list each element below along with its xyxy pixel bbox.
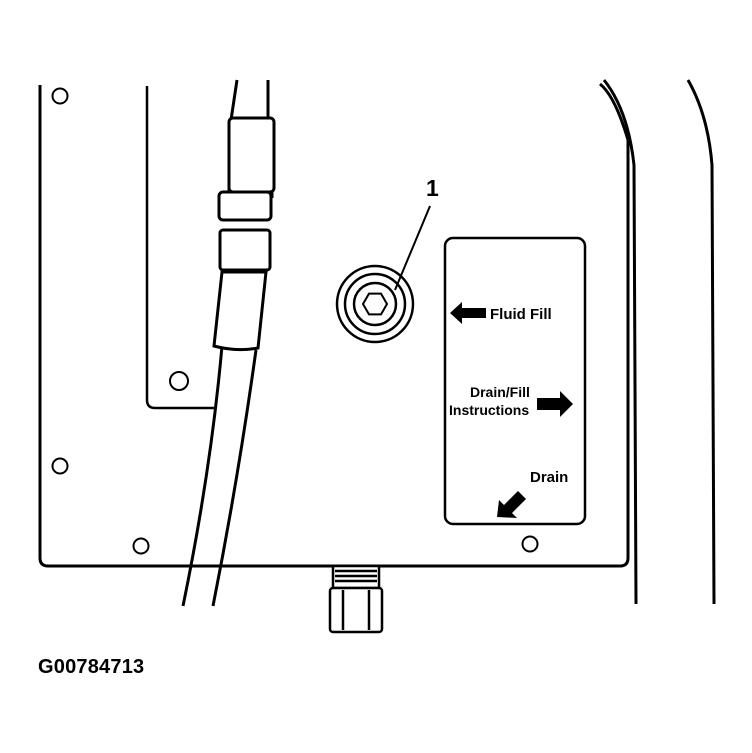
housing-curve-right <box>686 79 716 605</box>
mounting-hole <box>521 535 539 553</box>
mounting-hole <box>169 371 189 391</box>
drain-fitting <box>328 564 384 634</box>
arrow-right-icon <box>537 391 573 417</box>
mounting-hole <box>51 87 69 105</box>
arrow-left-icon <box>450 302 486 324</box>
drain-fill-label-line2: Instructions <box>449 402 529 418</box>
panel-outline <box>38 82 630 568</box>
figure-id: G00784713 <box>38 656 145 678</box>
housing-curve-left <box>602 79 638 605</box>
inner-plate <box>145 86 214 410</box>
fluid-fill-label: Fluid Fill <box>490 306 552 323</box>
mounting-hole <box>51 457 69 475</box>
hex-socket <box>361 292 389 316</box>
arrow-down-left-icon <box>497 491 526 518</box>
mounting-hole <box>132 537 150 555</box>
drain-fill-label-line1: Drain/Fill <box>470 384 530 400</box>
hose-coupling-lower <box>212 228 272 352</box>
hose-coupling-upper <box>217 116 276 222</box>
callout-number: 1 <box>426 175 439 201</box>
callout-leader <box>394 205 431 291</box>
fill-plug <box>335 264 415 344</box>
drain-label: Drain <box>530 469 568 486</box>
